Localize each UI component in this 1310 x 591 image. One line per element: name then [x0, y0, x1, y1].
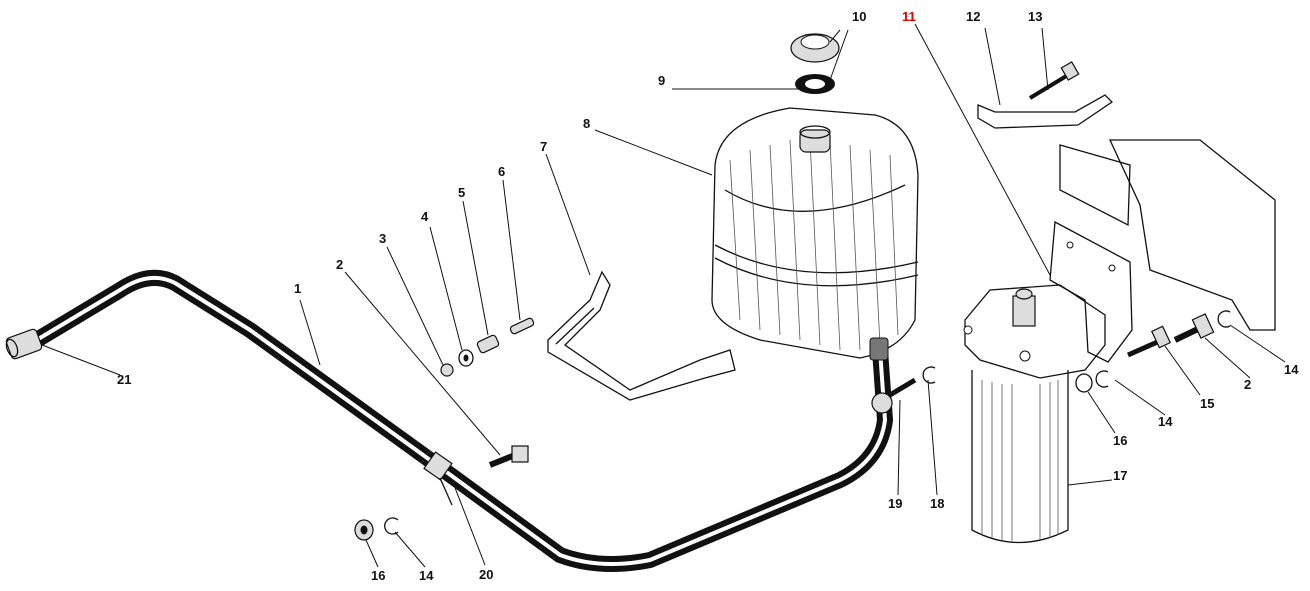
callout-3: 3	[379, 231, 387, 246]
callout-15: 15	[1200, 396, 1215, 411]
callout-13: 13	[1028, 9, 1043, 24]
callout-8: 8	[583, 116, 591, 131]
callout-14-mid: 14	[1158, 414, 1173, 429]
callout-14-bottom: 14	[419, 568, 434, 583]
callout-1: 1	[294, 281, 302, 296]
callout-18: 18	[930, 496, 945, 511]
callout-9: 9	[658, 73, 666, 88]
callout-4: 4	[421, 209, 429, 224]
callout-11-highlighted[interactable]: 11	[902, 9, 916, 24]
split-washer-part-14	[384, 517, 399, 535]
callout-17: 17	[1113, 468, 1128, 483]
callout-10: 10	[852, 9, 867, 24]
callout-19: 19	[888, 496, 903, 511]
split-washer-part-14-filter	[1095, 370, 1109, 388]
gasket-part-9	[795, 74, 835, 94]
bracket-part-12	[977, 94, 1114, 129]
callout-16-bottom: 16	[371, 568, 386, 583]
pin-part-6	[509, 317, 535, 335]
bolt-part-15	[1126, 325, 1172, 358]
washer-part-4	[458, 349, 474, 367]
hose-clamp-part-20	[423, 451, 453, 506]
filter-head	[963, 284, 1106, 379]
tank-outlet-fitting	[869, 337, 889, 361]
callout-21: 21	[117, 372, 132, 387]
washer-part-16-filter	[1075, 373, 1093, 393]
callout-12: 12	[966, 9, 981, 24]
nut-part-16	[354, 519, 374, 541]
bolt-part-13	[1028, 61, 1080, 100]
bolt-part-2-right	[1173, 313, 1215, 343]
bolt-part-2	[488, 445, 529, 468]
banjo-bolt-part-19	[871, 377, 917, 414]
callout-2: 2	[336, 257, 344, 272]
callout-16-mid: 16	[1113, 433, 1128, 448]
callout-20: 20	[479, 567, 494, 582]
callout-7: 7	[540, 139, 548, 154]
hose-end-fitting-part-21	[5, 328, 43, 360]
tank-strap-part-7	[547, 270, 736, 401]
callout-14-right: 14	[1284, 362, 1299, 377]
hose-part-1	[10, 269, 893, 572]
callout-5: 5	[458, 185, 466, 200]
washer-part-18	[922, 366, 936, 384]
callout-6: 6	[498, 164, 506, 179]
fluid-tank-part-8	[711, 107, 919, 359]
filler-cap-part-10	[790, 33, 840, 63]
filter-canister-part-17	[971, 370, 1069, 544]
split-washer-part-14-right	[1217, 310, 1231, 328]
filter-bracket-part-11	[1049, 220, 1133, 363]
mounting-plate	[1059, 139, 1276, 331]
nut-part-3	[440, 363, 454, 377]
bushing-part-5	[476, 334, 500, 354]
callout-2-right: 2	[1244, 377, 1252, 392]
leader-lines	[41, 23, 1286, 568]
